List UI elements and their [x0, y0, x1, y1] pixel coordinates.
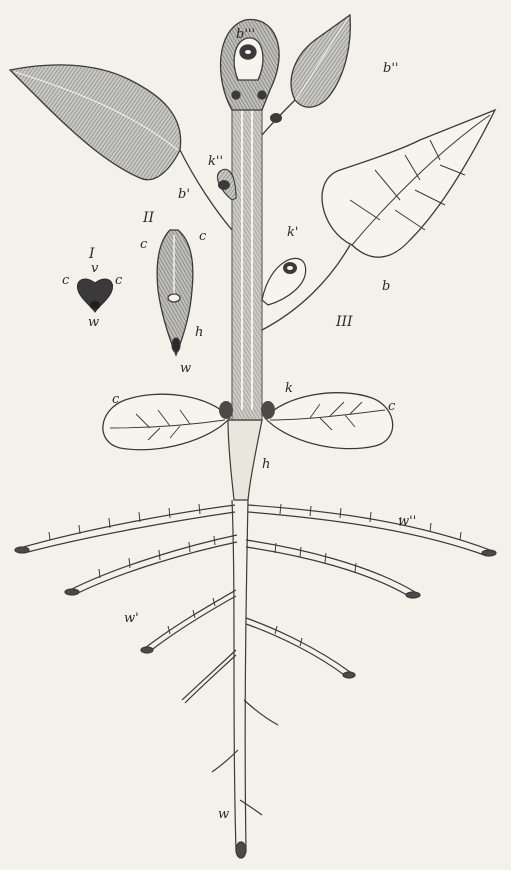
label-b-left: b' [178, 187, 190, 202]
label-b-main: b [382, 279, 390, 294]
label-b-right: b'' [383, 61, 398, 76]
lateral-root-upper-right [248, 505, 490, 556]
fig-ii-label-c-left: c [140, 237, 148, 252]
bud-upper-right [270, 113, 282, 123]
bud-k-prime [262, 258, 306, 305]
fig-i-label-c-right: c [115, 273, 123, 288]
taproot-tip [236, 842, 246, 858]
label-w-bottom: w [218, 807, 229, 822]
lateral-root-small [240, 800, 262, 815]
stem [228, 60, 262, 500]
cotyledon-right [265, 393, 393, 449]
root-tip [482, 550, 496, 556]
taproot [232, 500, 248, 850]
bud-k-right [261, 401, 275, 419]
label-k-upper: k'' [208, 154, 223, 169]
fig-i-label-c-left: c [62, 273, 70, 288]
fig-ii-plumule [168, 294, 180, 302]
fig-i-numeral: I [88, 246, 95, 262]
lateral-root-second-left [70, 535, 237, 595]
fig-ii-embryo [157, 230, 193, 355]
root-system [15, 500, 496, 858]
lateral-root-small [182, 650, 236, 703]
label-c-left: c [112, 392, 120, 407]
fig-ii-label-h: h [195, 325, 203, 340]
fig-ii-outline [157, 230, 193, 355]
apex-side-bud [258, 91, 266, 99]
root-tip [141, 647, 153, 653]
label-b-top: b''' [236, 27, 255, 42]
fig-ii-label-w: w [180, 361, 191, 376]
lateral-root-upper-left [20, 505, 235, 553]
fig-ii-label-c-right: c [199, 229, 207, 244]
leaf-b-prime-blade [10, 65, 181, 180]
leaf-b-prime [10, 65, 232, 230]
lateral-root-small [244, 700, 278, 725]
root-tip [406, 592, 420, 598]
fig-i-label-v: v [91, 261, 99, 276]
fig-ii-numeral: II [142, 210, 155, 226]
label-w-top: w'' [398, 514, 416, 529]
fig-ii-radicle [172, 338, 180, 352]
label-w-mid: w' [124, 611, 139, 626]
label-k-mid: k' [287, 225, 298, 240]
hypocotyl [228, 420, 262, 500]
label-k-low: k [285, 381, 293, 396]
lateral-root-third-right [246, 618, 350, 677]
root-tip [15, 547, 29, 553]
root-tip [343, 672, 355, 678]
apex-side-bud [232, 91, 240, 99]
label-h-main: h [262, 457, 270, 472]
lateral-root-second-right [246, 540, 415, 598]
label-iii: III [335, 314, 353, 330]
leaf-b [262, 110, 495, 330]
lateral-root-third-left [145, 590, 236, 652]
fig-i-seed [77, 279, 112, 312]
root-tip [65, 589, 79, 595]
fig-i-label-w: w [88, 315, 99, 330]
bud-k-left [219, 401, 233, 419]
label-c-right: c [388, 399, 396, 414]
main-stem [232, 60, 262, 420]
